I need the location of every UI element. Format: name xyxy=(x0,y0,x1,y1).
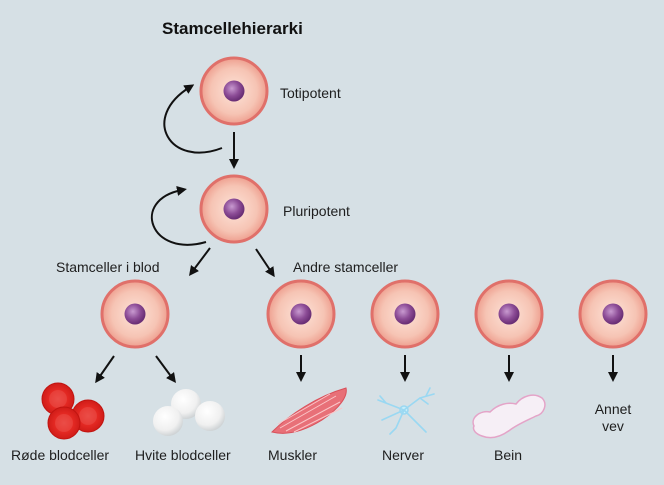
label-white-blood-cells: Hvite blodceller xyxy=(135,447,231,463)
red-blood-cells-illustration xyxy=(41,382,105,440)
stem-cell-muscle xyxy=(266,279,336,349)
diagram-title: Stamcellehierarki xyxy=(162,19,303,38)
arrow-pluri-to-blood xyxy=(189,247,211,276)
self-renewal-arrow-pluripotent xyxy=(150,186,207,246)
label-other-stem-cells: Andre stamceller xyxy=(293,259,399,275)
nerve-cell-illustration xyxy=(377,387,435,435)
bone-illustration xyxy=(472,394,546,439)
arrow-pluri-to-other xyxy=(255,248,275,278)
white-blood-cells-illustration xyxy=(153,389,225,436)
muscle-illustration xyxy=(271,387,347,434)
stem-cell-other xyxy=(578,279,648,349)
label-bone: Bein xyxy=(494,447,523,463)
stem-cell-pluripotent xyxy=(199,174,269,244)
self-renewal-arrow-totipotent xyxy=(163,84,223,154)
label-pluripotent: Pluripotent xyxy=(283,203,350,219)
stem-cell-totipotent xyxy=(199,56,269,126)
label-blood-stem-cells: Stamceller i blod xyxy=(56,259,160,275)
label-red-blood-cells: Røde blodceller xyxy=(11,447,110,463)
label-totipotent: Totipotent xyxy=(280,85,341,101)
stem-cell-nerve xyxy=(370,279,440,349)
stem-cell-bone xyxy=(474,279,544,349)
label-other-tissue-line1: Annet xyxy=(594,401,632,417)
label-other-tissue: Annet vev xyxy=(588,401,638,435)
stem-cell-blood xyxy=(100,279,170,349)
arrow-blood-to-red xyxy=(95,355,115,384)
label-nerves: Nerver xyxy=(382,447,425,463)
arrow-blood-to-white xyxy=(155,355,176,384)
label-other-tissue-line2: vev xyxy=(602,418,624,434)
label-muscles: Muskler xyxy=(268,447,318,463)
